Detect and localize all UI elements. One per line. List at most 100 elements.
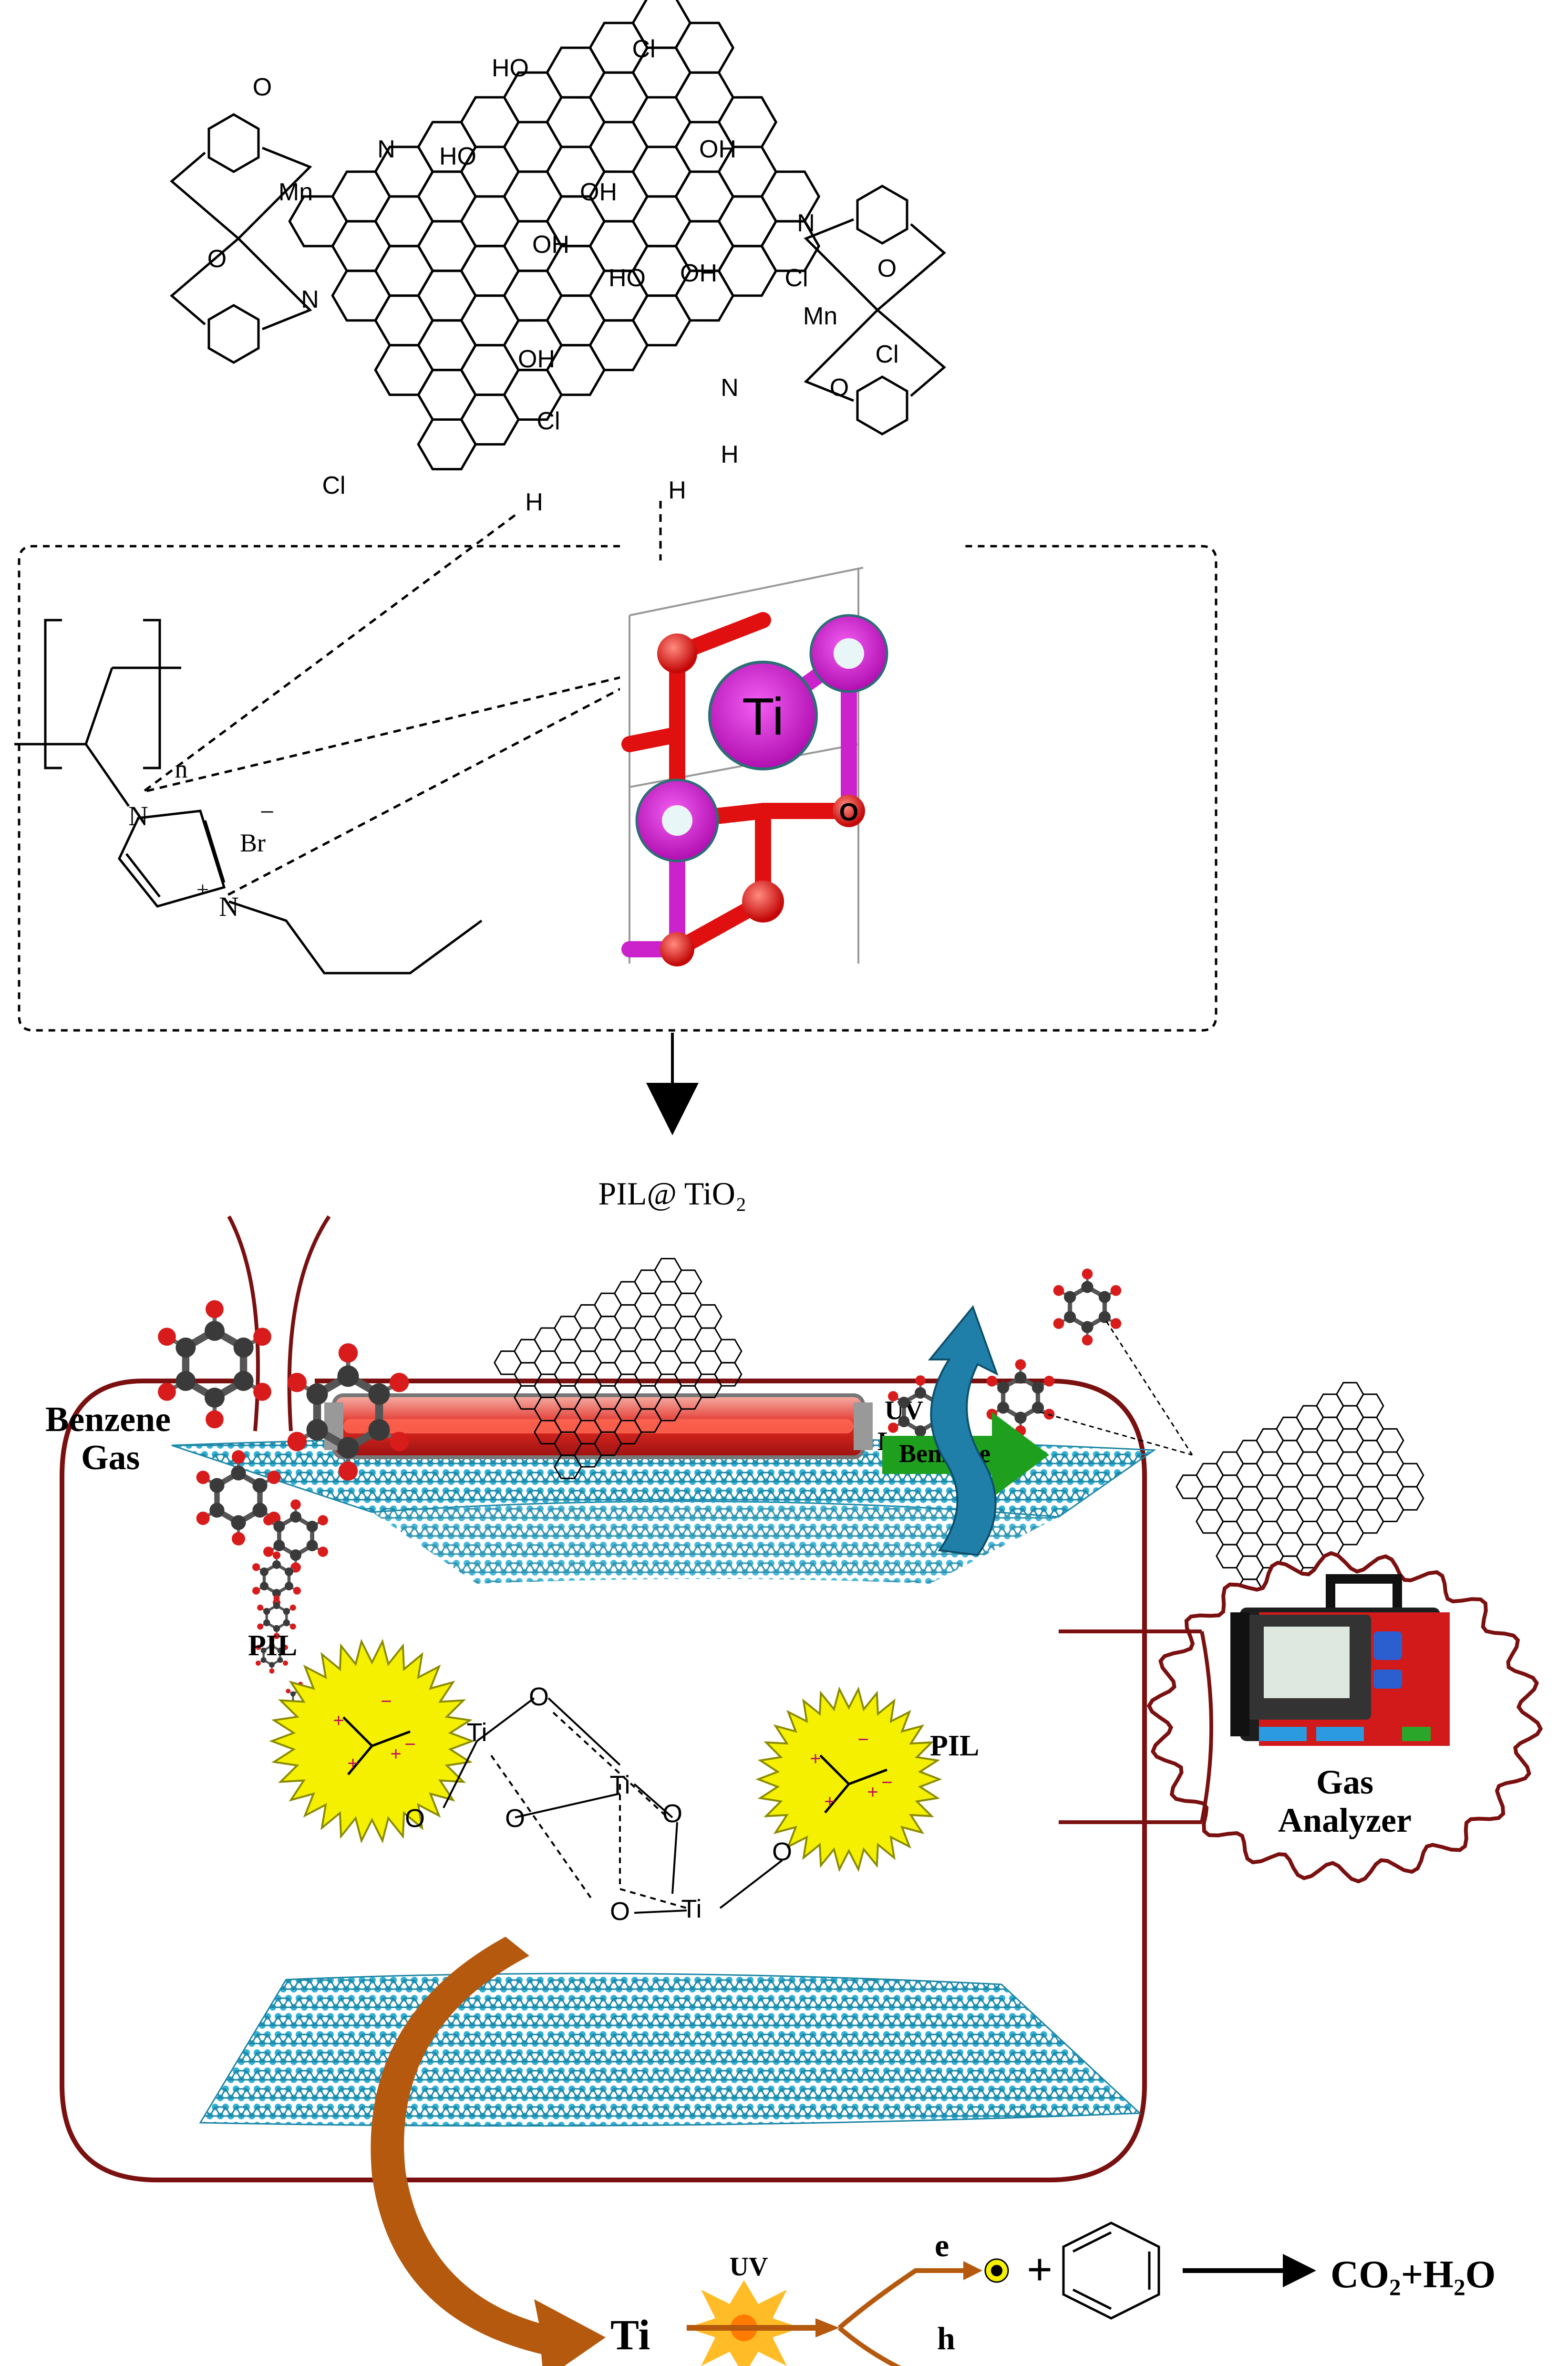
carbon-ring	[460, 344, 520, 396]
hydrogen-label: H	[721, 441, 739, 468]
benzene-ball-model	[287, 1343, 409, 1481]
carbon-ring	[331, 220, 392, 272]
excitation-arrow	[371, 1937, 606, 2366]
cluster-o-label: O	[772, 1837, 792, 1866]
bromide-label: Br	[240, 829, 266, 857]
cluster-ti-label: Ti	[467, 1718, 487, 1747]
carbon-ring	[417, 319, 477, 372]
carbon-ring	[460, 195, 520, 248]
pil-right-label: PIL	[930, 1730, 979, 1762]
carbon-ring	[374, 195, 434, 248]
hydrogen-label: H	[525, 488, 543, 516]
products-label: CO₂+H₂O	[1331, 2252, 1496, 2296]
analyzer-connector	[1059, 1629, 1213, 1824]
phenyl-ring	[856, 185, 908, 245]
svg-text:+: +	[867, 1782, 878, 1803]
chloro-label: Cl	[784, 264, 808, 292]
phenyl-ring	[856, 375, 908, 436]
carbon-ring	[503, 270, 563, 322]
pil-stars: +−++−+−++−	[269, 1639, 942, 1872]
charge-separation-arrows	[837, 2268, 968, 2366]
svg-text:+: +	[347, 1753, 358, 1774]
hydroxyl-label: OH	[532, 231, 569, 259]
dashed-enclosure	[18, 545, 1217, 1032]
carbon-ring	[674, 170, 735, 223]
cluster-ti-label: Ti	[681, 1895, 702, 1923]
svg-text:−: −	[857, 1729, 868, 1750]
chloro-label: Cl	[875, 341, 898, 368]
hydroxyl-label: OH	[680, 259, 717, 287]
ti-o-cluster	[443, 1697, 783, 1914]
carbon-ring	[417, 369, 477, 421]
carbon-ring	[760, 170, 821, 223]
carbon-ring	[546, 96, 606, 148]
chelate-bonds	[170, 152, 240, 325]
carbon-ring	[460, 245, 520, 297]
carbon-ring	[1216, 1544, 1244, 1569]
carbon-ring	[374, 294, 434, 347]
mn-salen-complex	[170, 113, 312, 364]
carbon-ring	[631, 145, 692, 198]
carbon-ring	[546, 46, 606, 99]
hydroxyl-label: HO	[492, 54, 529, 82]
bromide-charge-label: −	[260, 798, 274, 826]
chloro-label: Cl	[536, 407, 560, 435]
plus-sign: +	[1027, 2244, 1053, 2295]
manganese-label: Mn	[279, 178, 313, 206]
electron-arrowhead	[963, 2261, 982, 2280]
oxygen-label: O	[253, 73, 272, 101]
uv-burst-label: UV	[730, 2252, 768, 2282]
nitrogen-label: N	[797, 209, 815, 237]
electron-dot-core	[991, 2265, 1002, 2276]
carbon-ring	[631, 294, 692, 347]
chelate-bonds	[876, 223, 946, 397]
carbon-ring	[760, 220, 821, 272]
carbon-ring	[1196, 1509, 1224, 1534]
carbon-ring	[331, 270, 392, 322]
cluster-ti-label: Ti	[610, 1771, 630, 1799]
gas-analyzer	[1146, 1551, 1543, 1884]
gas-analyzer-label-line2: Analyzer	[1278, 1801, 1412, 1839]
benzene-ball-model	[158, 1300, 271, 1429]
nitrogen-label: N	[128, 800, 148, 831]
carbon-ring	[417, 220, 477, 272]
svg-text:+: +	[810, 1748, 821, 1769]
hydroxyl-label: HO	[439, 143, 476, 170]
uv-burst	[687, 2280, 839, 2366]
repeat-index-label: n	[175, 755, 188, 783]
svg-text:−: −	[381, 1691, 392, 1712]
carbon-ring	[494, 1350, 522, 1375]
cluster-o-label: O	[610, 1897, 630, 1926]
pil-star-right: +−++−	[755, 1686, 942, 1872]
benzene-ring-reactant	[1062, 2221, 1160, 2320]
chelate-bonds	[237, 146, 312, 331]
svg-text:−: −	[881, 1772, 892, 1793]
graphene-sheet-top-underside	[372, 1501, 1059, 1584]
nitrogen-label: N	[721, 374, 739, 402]
carbon-ring	[417, 170, 477, 223]
carbon-ring	[460, 294, 520, 347]
gas-analyzer-label-line1: Gas	[1316, 1763, 1373, 1801]
hydrogen-bond-lines	[142, 501, 662, 898]
carbon-ring	[588, 121, 649, 173]
tio2-o-label: O	[839, 799, 858, 826]
carbon-ring	[417, 270, 477, 322]
benzene-ball-model	[257, 1595, 296, 1640]
hydroxyl-label: OH	[518, 345, 555, 373]
carbon-ring	[588, 319, 649, 372]
tio2-ti-label: Ti	[742, 687, 784, 746]
hydroxyl-label: HO	[609, 264, 646, 292]
hole-label: h	[937, 2320, 955, 2356]
carbon-ring	[588, 71, 649, 124]
carbon-ring	[460, 394, 520, 446]
nitrogen-label: N	[301, 286, 319, 313]
benzene-molecules	[158, 1268, 1193, 1715]
oxygen-label: O	[830, 374, 849, 402]
benzene-ball-model	[1053, 1268, 1122, 1346]
carbon-ring	[503, 170, 563, 223]
oxygen-label: O	[877, 255, 897, 282]
carbon-ring	[1176, 1474, 1204, 1499]
oxygen-label: O	[207, 245, 227, 273]
